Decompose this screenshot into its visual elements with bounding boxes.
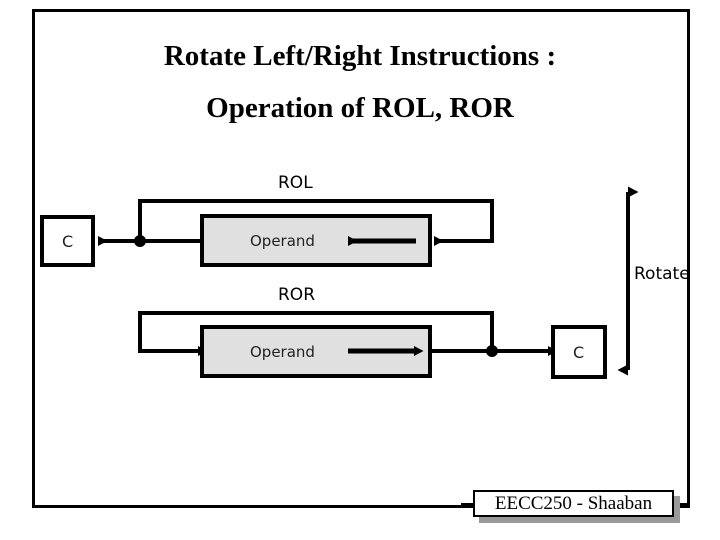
rol-operand-box-label: Operand xyxy=(250,232,315,250)
rol-junction-dot xyxy=(134,235,146,247)
ror-carry-box xyxy=(551,325,607,379)
ror-label: ROR xyxy=(278,285,315,305)
rol-feedback-path xyxy=(138,199,494,246)
ror-carry-box-label: C xyxy=(573,343,584,362)
rol-label: ROL xyxy=(278,173,313,193)
rol-carry-box-label: C xyxy=(62,232,73,251)
ror-junction-dot xyxy=(486,345,498,357)
title-line-1: Rotate Left/Right Instructions : xyxy=(163,40,557,72)
rotate-axis-label: Rotate xyxy=(634,264,690,284)
footer-course-text: EECC250 - Shaaban xyxy=(494,492,653,514)
ror-feedback-path xyxy=(138,311,494,356)
footer-stub-left-line xyxy=(461,503,473,505)
footer-stub-right-line xyxy=(674,503,688,505)
rol-carry-box xyxy=(40,215,95,267)
page-title: Rotate Left/Right Instructions : Operati… xyxy=(60,36,660,128)
ror-operand-box-label: Operand xyxy=(250,343,315,361)
title-line-2: Operation of ROL, ROR xyxy=(206,92,514,124)
footer-badge: EECC250 - Shaaban xyxy=(461,490,688,523)
footer-badge-box: EECC250 - Shaaban xyxy=(473,490,674,517)
